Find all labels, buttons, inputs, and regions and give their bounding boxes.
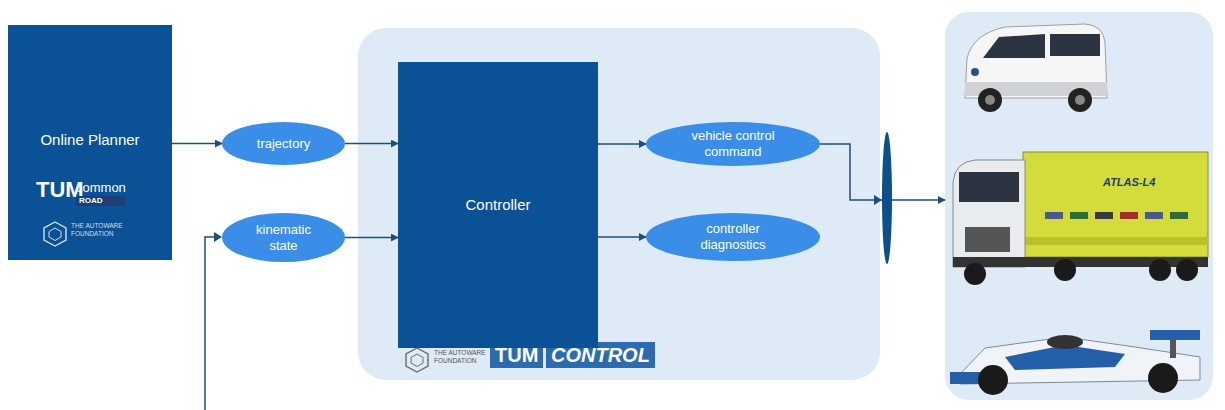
logo-text: common	[76, 180, 126, 196]
autoware-logo	[42, 220, 68, 248]
controller-panel: THE AUTOWARE FOUNDATIONTUMCONTROLControl…	[358, 28, 880, 380]
node-title: Controller	[465, 196, 530, 214]
signal-ellipse: trajectory	[222, 122, 345, 165]
merge-bar	[882, 132, 892, 264]
signal-ellipse: vehicle control command	[646, 122, 820, 166]
planner-box: Online PlannerTUMcommonROADTHE AUTOWARE …	[8, 25, 172, 260]
signal-label: kinematic state	[244, 222, 324, 253]
connector-arrow	[345, 237, 398, 239]
signal-ellipse: controller diagnostics	[646, 213, 820, 261]
input-line	[205, 237, 216, 410]
input-arrowhead	[214, 232, 222, 242]
controller-box: Controller	[398, 62, 598, 348]
logo-text: THE AUTOWARE FOUNDATION	[71, 222, 123, 238]
connector-arrow	[172, 143, 222, 145]
signal-label: controller diagnostics	[683, 221, 783, 252]
node-title: Online Planner	[8, 131, 172, 149]
signal-ellipse: kinematic state	[222, 213, 345, 262]
logo-text: THE AUTOWARE FOUNDATION	[434, 349, 486, 365]
bar-arrowhead	[874, 195, 882, 205]
connector-arrow	[345, 143, 398, 145]
logo-text: ROAD	[76, 196, 125, 206]
vehicle-panel: ATLAS-L4	[945, 12, 1213, 400]
vehicle-lettering: ATLAS-L4	[1103, 176, 1155, 189]
signal-label: vehicle control command	[673, 128, 793, 159]
autoware-logo	[404, 346, 430, 374]
vehicle-illustrations	[945, 12, 1213, 400]
connector-arrow	[598, 236, 646, 238]
signal-label: trajectory	[257, 136, 310, 152]
connector-arrow	[598, 143, 646, 145]
